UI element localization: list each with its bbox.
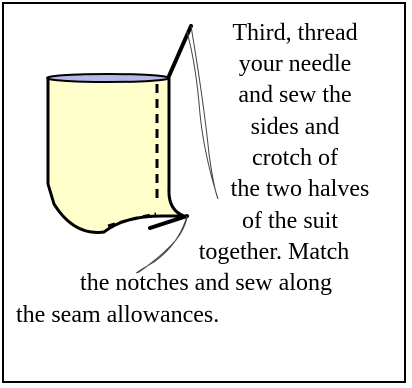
instruction-line: the two halves (200, 175, 400, 204)
instruction-line: crotch of (205, 144, 385, 173)
instruction-line: the notches and sew along (8, 269, 404, 298)
waistband-edge (47, 74, 169, 82)
instruction-line: Third, thread (205, 19, 385, 48)
instruction-line: the seam allowances. (8, 301, 404, 330)
swimsuit-half-piece (48, 78, 184, 232)
instruction-card: Third, thread your needle and sew the si… (2, 2, 406, 383)
instruction-line: together. Match (154, 238, 394, 267)
instruction-line: sides and (205, 113, 385, 142)
instruction-line: of the suit (190, 207, 390, 236)
instruction-line: and sew the (205, 81, 385, 110)
sewing-needle-icon (150, 216, 187, 228)
instruction-line: your needle (205, 50, 385, 79)
